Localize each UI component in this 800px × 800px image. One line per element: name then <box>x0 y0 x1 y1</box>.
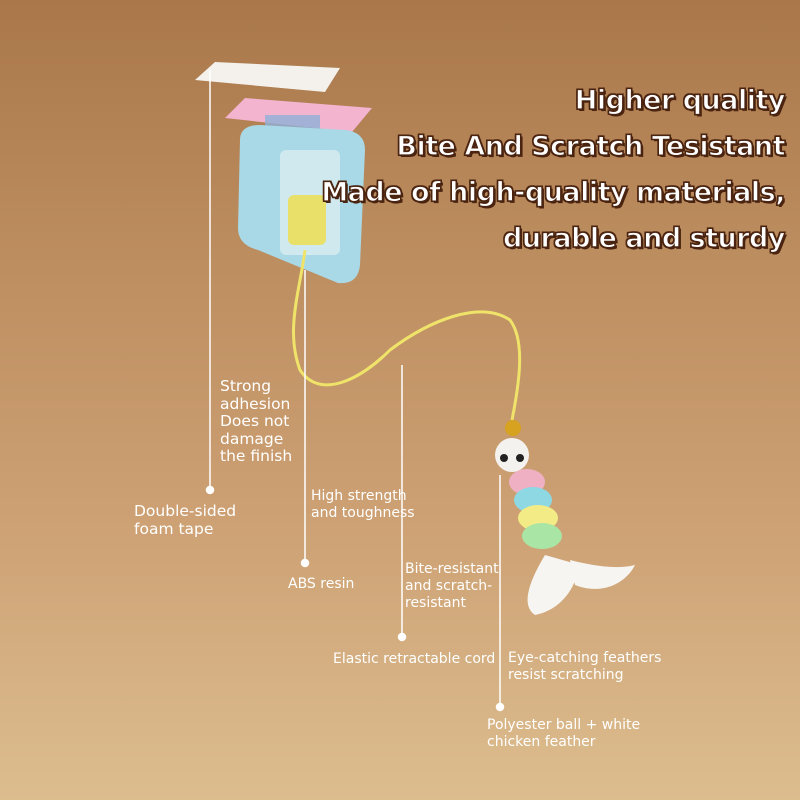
label-line: High strength <box>311 488 407 504</box>
headline-line: Made of high-quality materials, <box>321 176 786 208</box>
label-line: adhesion <box>220 394 291 413</box>
label-line: and toughness <box>311 505 415 521</box>
label-ball: Polyester ball + white chicken feather <box>487 717 640 751</box>
label-line: Does not <box>220 412 290 430</box>
label-bite-resistant: Bite-resistant and scratch- resistant <box>405 561 499 612</box>
callout-lines <box>205 70 505 712</box>
label-line: Eye-catching feathers <box>508 650 662 666</box>
spring <box>288 195 326 245</box>
label-feathers: Eye-catching feathers resist scratching <box>508 650 661 684</box>
headline-line: Higher quality <box>574 84 786 116</box>
label-line: resist scratching <box>508 667 624 683</box>
elastic-cord <box>292 249 522 421</box>
label-abs: ABS resin <box>288 576 354 593</box>
label-foam-tape: Double-sided foam tape <box>134 502 237 538</box>
label-line: chicken feather <box>487 734 596 750</box>
label-line: Double-sided <box>134 502 237 520</box>
headline-line: Bite And Scratch Tesistant <box>396 130 786 162</box>
label-line: damage <box>220 429 284 448</box>
mount-box <box>238 125 365 284</box>
label-line: resistant <box>405 595 466 611</box>
label-line: the finish <box>220 447 293 465</box>
label-line: Elastic retractable cord <box>333 651 496 667</box>
caterpillar-toy <box>495 420 635 615</box>
headline: Higher quality Bite And Scratch Tesistan… <box>321 78 786 262</box>
label-line: Strong <box>220 377 272 395</box>
label-high-strength: High strength and toughness <box>311 488 415 522</box>
label-strong-adhesion: Strong adhesion Does not damage the fini… <box>220 377 293 466</box>
label-line: Polyester ball + white <box>487 717 641 733</box>
headline-line: durable and sturdy <box>502 222 786 254</box>
label-line: Bite-resistant <box>405 561 499 577</box>
label-line: and scratch- <box>405 578 493 594</box>
label-line: foam tape <box>134 519 214 538</box>
label-cord: Elastic retractable cord <box>333 651 495 668</box>
label-line: ABS resin <box>288 576 355 592</box>
